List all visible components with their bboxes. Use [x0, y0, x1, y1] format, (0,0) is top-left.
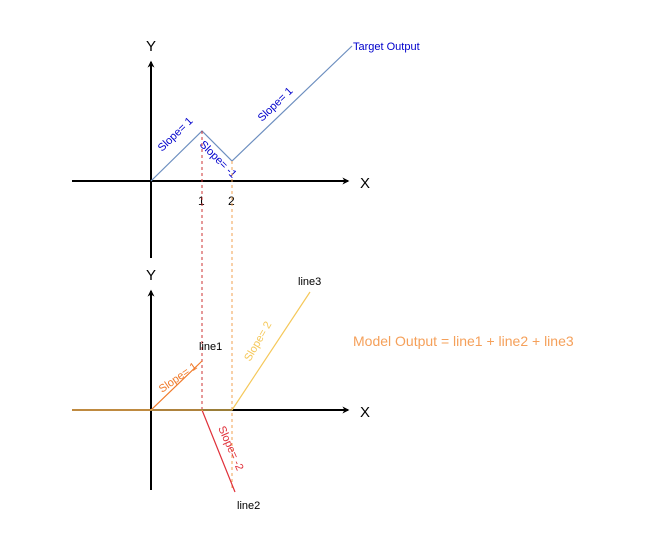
line2 [72, 409, 236, 493]
line1-label: line1 [199, 341, 222, 353]
line2-label: line2 [237, 500, 260, 512]
line3 [72, 291, 311, 411]
line3-slope-label: Slope= 2 [242, 320, 274, 364]
target-output-label: Target Output [353, 41, 420, 53]
line1-slope-label: Slope= 1 [157, 361, 200, 396]
bottom-x-axis-label: X [360, 404, 370, 421]
top-x-axis-label: X [360, 175, 370, 192]
line2-slope-label: Slope= -2 [215, 424, 245, 472]
target-output-line [150, 45, 353, 182]
model-output-formula: Model Output = line1 + line2 + line3 [353, 333, 574, 349]
top-graph: Y X 1 2 Target Output Slope= 1 Slope= -1… [72, 38, 420, 258]
top-slope-label-c: Slope= 1 [256, 85, 296, 124]
bottom-graph: Y X line1 line2 line3 Slope= 1 Slope= -2… [72, 267, 370, 512]
bottom-y-axis-label: Y [146, 267, 156, 284]
top-tick-1: 1 [198, 194, 205, 208]
top-y-axis-label: Y [146, 38, 156, 55]
line3-label: line3 [298, 276, 321, 288]
top-slope-label-a: Slope= 1 [156, 115, 196, 154]
top-tick-2: 2 [228, 194, 235, 208]
